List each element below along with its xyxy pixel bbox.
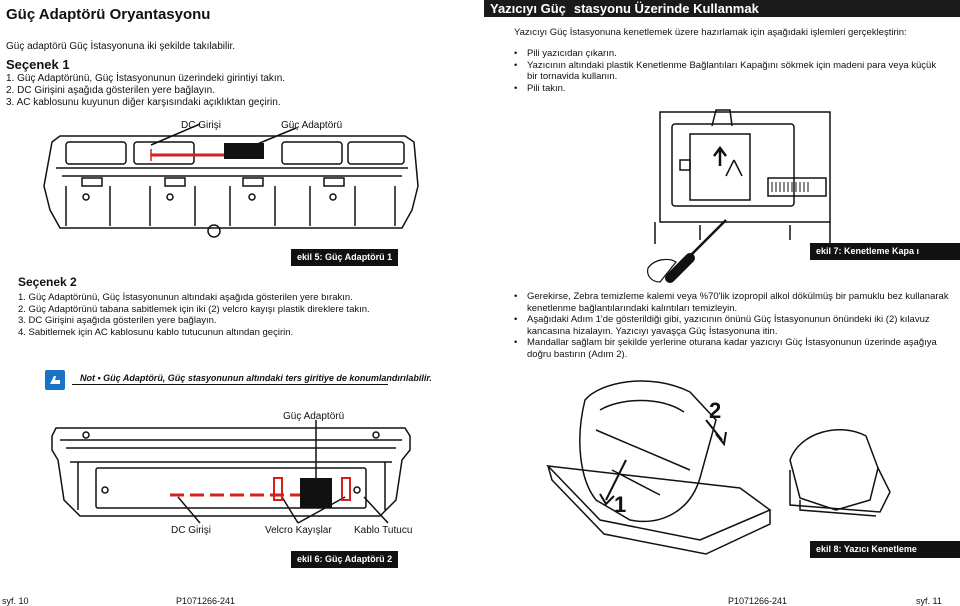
fig6-caption: ekil 6: Güç Adaptörü 2: [291, 551, 399, 568]
note-underline: [72, 372, 388, 385]
title-right-part1: Yazıcıyı Güç: [490, 1, 566, 16]
footer-page-right: syf. 11: [916, 596, 942, 606]
note-hand-icon: [45, 370, 65, 390]
title-right-part2: stasyonu Üzerinde Kullanmak: [573, 1, 759, 16]
intro-text-left: Güç adaptörü Güç İstasyonuna iki şekilde…: [6, 41, 236, 52]
bullet-item: Mandallar sağlam bir şekilde yerlerine o…: [514, 337, 954, 360]
option1-heading: Seçenek 1: [6, 57, 70, 72]
fig6-label-velcro: Velcro Kayışlar: [265, 525, 332, 536]
page-title-right: Yazıcıyı Güç stasyonu Üzerinde Kullanmak: [484, 0, 960, 17]
option1-step: 3. AC kablosunu kuyunun diğer karşısında…: [6, 97, 281, 108]
footer-doc-right: P1071266-241: [728, 596, 788, 606]
option2-steps: 1. Güç Adaptörünü, Güç İstasyonunun altı…: [18, 292, 370, 338]
option1-steps: 1. Güç Adaptörünü, Güç İstasyonunun üzer…: [6, 73, 285, 109]
fig5-caption: ekil 5: Güç Adaptörü 1: [291, 249, 399, 266]
fig7-caption: ekil 7: Kenetleme Kapa ı: [810, 243, 960, 260]
fig5-label-adapter: Güç Adaptörü: [281, 120, 343, 131]
bullet-item: Yazıcının altındaki plastik Kenetlenme B…: [514, 60, 944, 83]
step-2-label: 2: [709, 398, 722, 423]
option2-step: 4. Sabitlemek için AC kablosunu kablo tu…: [18, 326, 294, 338]
intro-text-right: Yazıcıyı Güç İstasyonuna kenetlemek üzer…: [514, 27, 907, 38]
bullet-list-1: Pili yazıcıdan çıkarın. Yazıcının altınd…: [514, 48, 944, 94]
option1-step: 1. Güç Adaptörünü, Güç İstasyonunun üzer…: [6, 73, 286, 84]
fig5-label-dc: DC Girişi: [181, 120, 221, 131]
step-1-label: 1: [614, 492, 627, 517]
option2-step: 1. Güç Adaptörünü, Güç İstasyonunun altı…: [18, 292, 353, 303]
page-title-left: Güç Adaptörü Oryantasyonu: [6, 6, 211, 23]
footer-page-left: syf. 10: [2, 596, 29, 606]
option2-step: 3. DC Girişini aşağıda gösterilen yere b…: [18, 315, 217, 326]
bullet-item: Pili yazıcıdan çıkarın.: [514, 48, 944, 60]
fig8-caption: ekil 8: Yazıcı Kenetleme: [810, 541, 960, 558]
option1-step: 2. DC Girişini aşağıda gösterilen yere b…: [6, 85, 215, 96]
note-text: Not • Güç Adaptörü, Güç stasyonunun altı…: [80, 373, 432, 383]
option2-heading: Seçenek 2: [18, 275, 77, 289]
bullet-item: Aşağıdaki Adım 1'de gösterildiği gibi, y…: [514, 314, 954, 337]
footer-doc-left: P1071266-241: [176, 596, 236, 606]
bullet-item: Gerekirse, Zebra temizleme kalemi veya %…: [514, 291, 954, 314]
bullet-item: Pili takın.: [514, 83, 944, 95]
option2-step: 2. Güç Adaptörünü tabana sabitlemek için…: [18, 303, 370, 315]
fig6-label-dc: DC Girişi: [171, 525, 211, 536]
fig6-label-adapter: Güç Adaptörü: [283, 411, 345, 422]
fig6-label-cable: Kablo Tutucu: [354, 525, 413, 536]
bullet-list-2: Gerekirse, Zebra temizleme kalemi veya %…: [514, 291, 954, 360]
